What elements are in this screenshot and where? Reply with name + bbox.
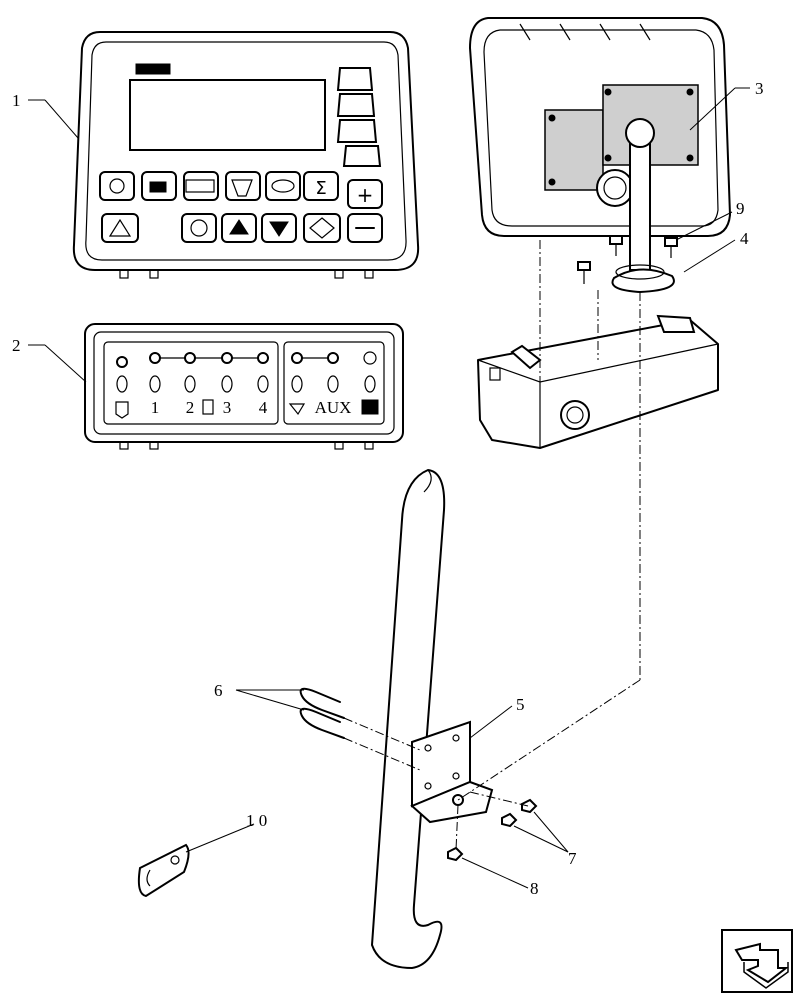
clip-plate [137, 843, 190, 898]
svg-text:Σ: Σ [315, 178, 326, 199]
callout-8: 8 [530, 879, 539, 898]
callout-1: 1 [12, 91, 21, 110]
assembly-lines [343, 240, 641, 851]
key-1 [99, 171, 135, 201]
enter-key [303, 213, 341, 243]
callout-7: 7 [568, 849, 577, 868]
callout-5: 5 [516, 695, 525, 714]
key-3 [183, 171, 219, 201]
monitor-front: Σ + [72, 31, 420, 279]
callout-9: 9 [736, 199, 745, 218]
switch-number-3: 3 [223, 398, 232, 417]
callout-3: 3 [755, 79, 764, 98]
key-5 [265, 171, 301, 201]
leaders [28, 87, 750, 889]
switch-panel: 1 2 3 4 AUX [84, 323, 404, 450]
callout-2: 2 [12, 336, 21, 355]
mounting-cradle [477, 314, 719, 449]
bolts [577, 235, 678, 284]
switch-number-4: 4 [259, 398, 268, 417]
sigma-key [303, 171, 339, 201]
u-bolts [299, 687, 345, 739]
nuts [447, 798, 538, 862]
callout-4: 4 [740, 229, 749, 248]
handle-bar [371, 469, 446, 969]
aux-label: AUX [315, 398, 352, 417]
switch-number-1: 1 [151, 398, 160, 417]
key-4 [225, 171, 261, 201]
switch-number-2: 2 [186, 398, 195, 417]
svg-text:+: + [357, 183, 374, 207]
angle-bracket [410, 720, 494, 824]
plus-key [347, 179, 383, 209]
switch-row [115, 351, 379, 419]
next-page-arrow-icon[interactable] [721, 929, 793, 993]
refresh-key [181, 213, 217, 243]
callout-6: 6 [214, 681, 223, 700]
monitor-rear [469, 17, 731, 294]
callout-10: 1 0 [246, 811, 267, 830]
alarm-key [101, 213, 139, 243]
